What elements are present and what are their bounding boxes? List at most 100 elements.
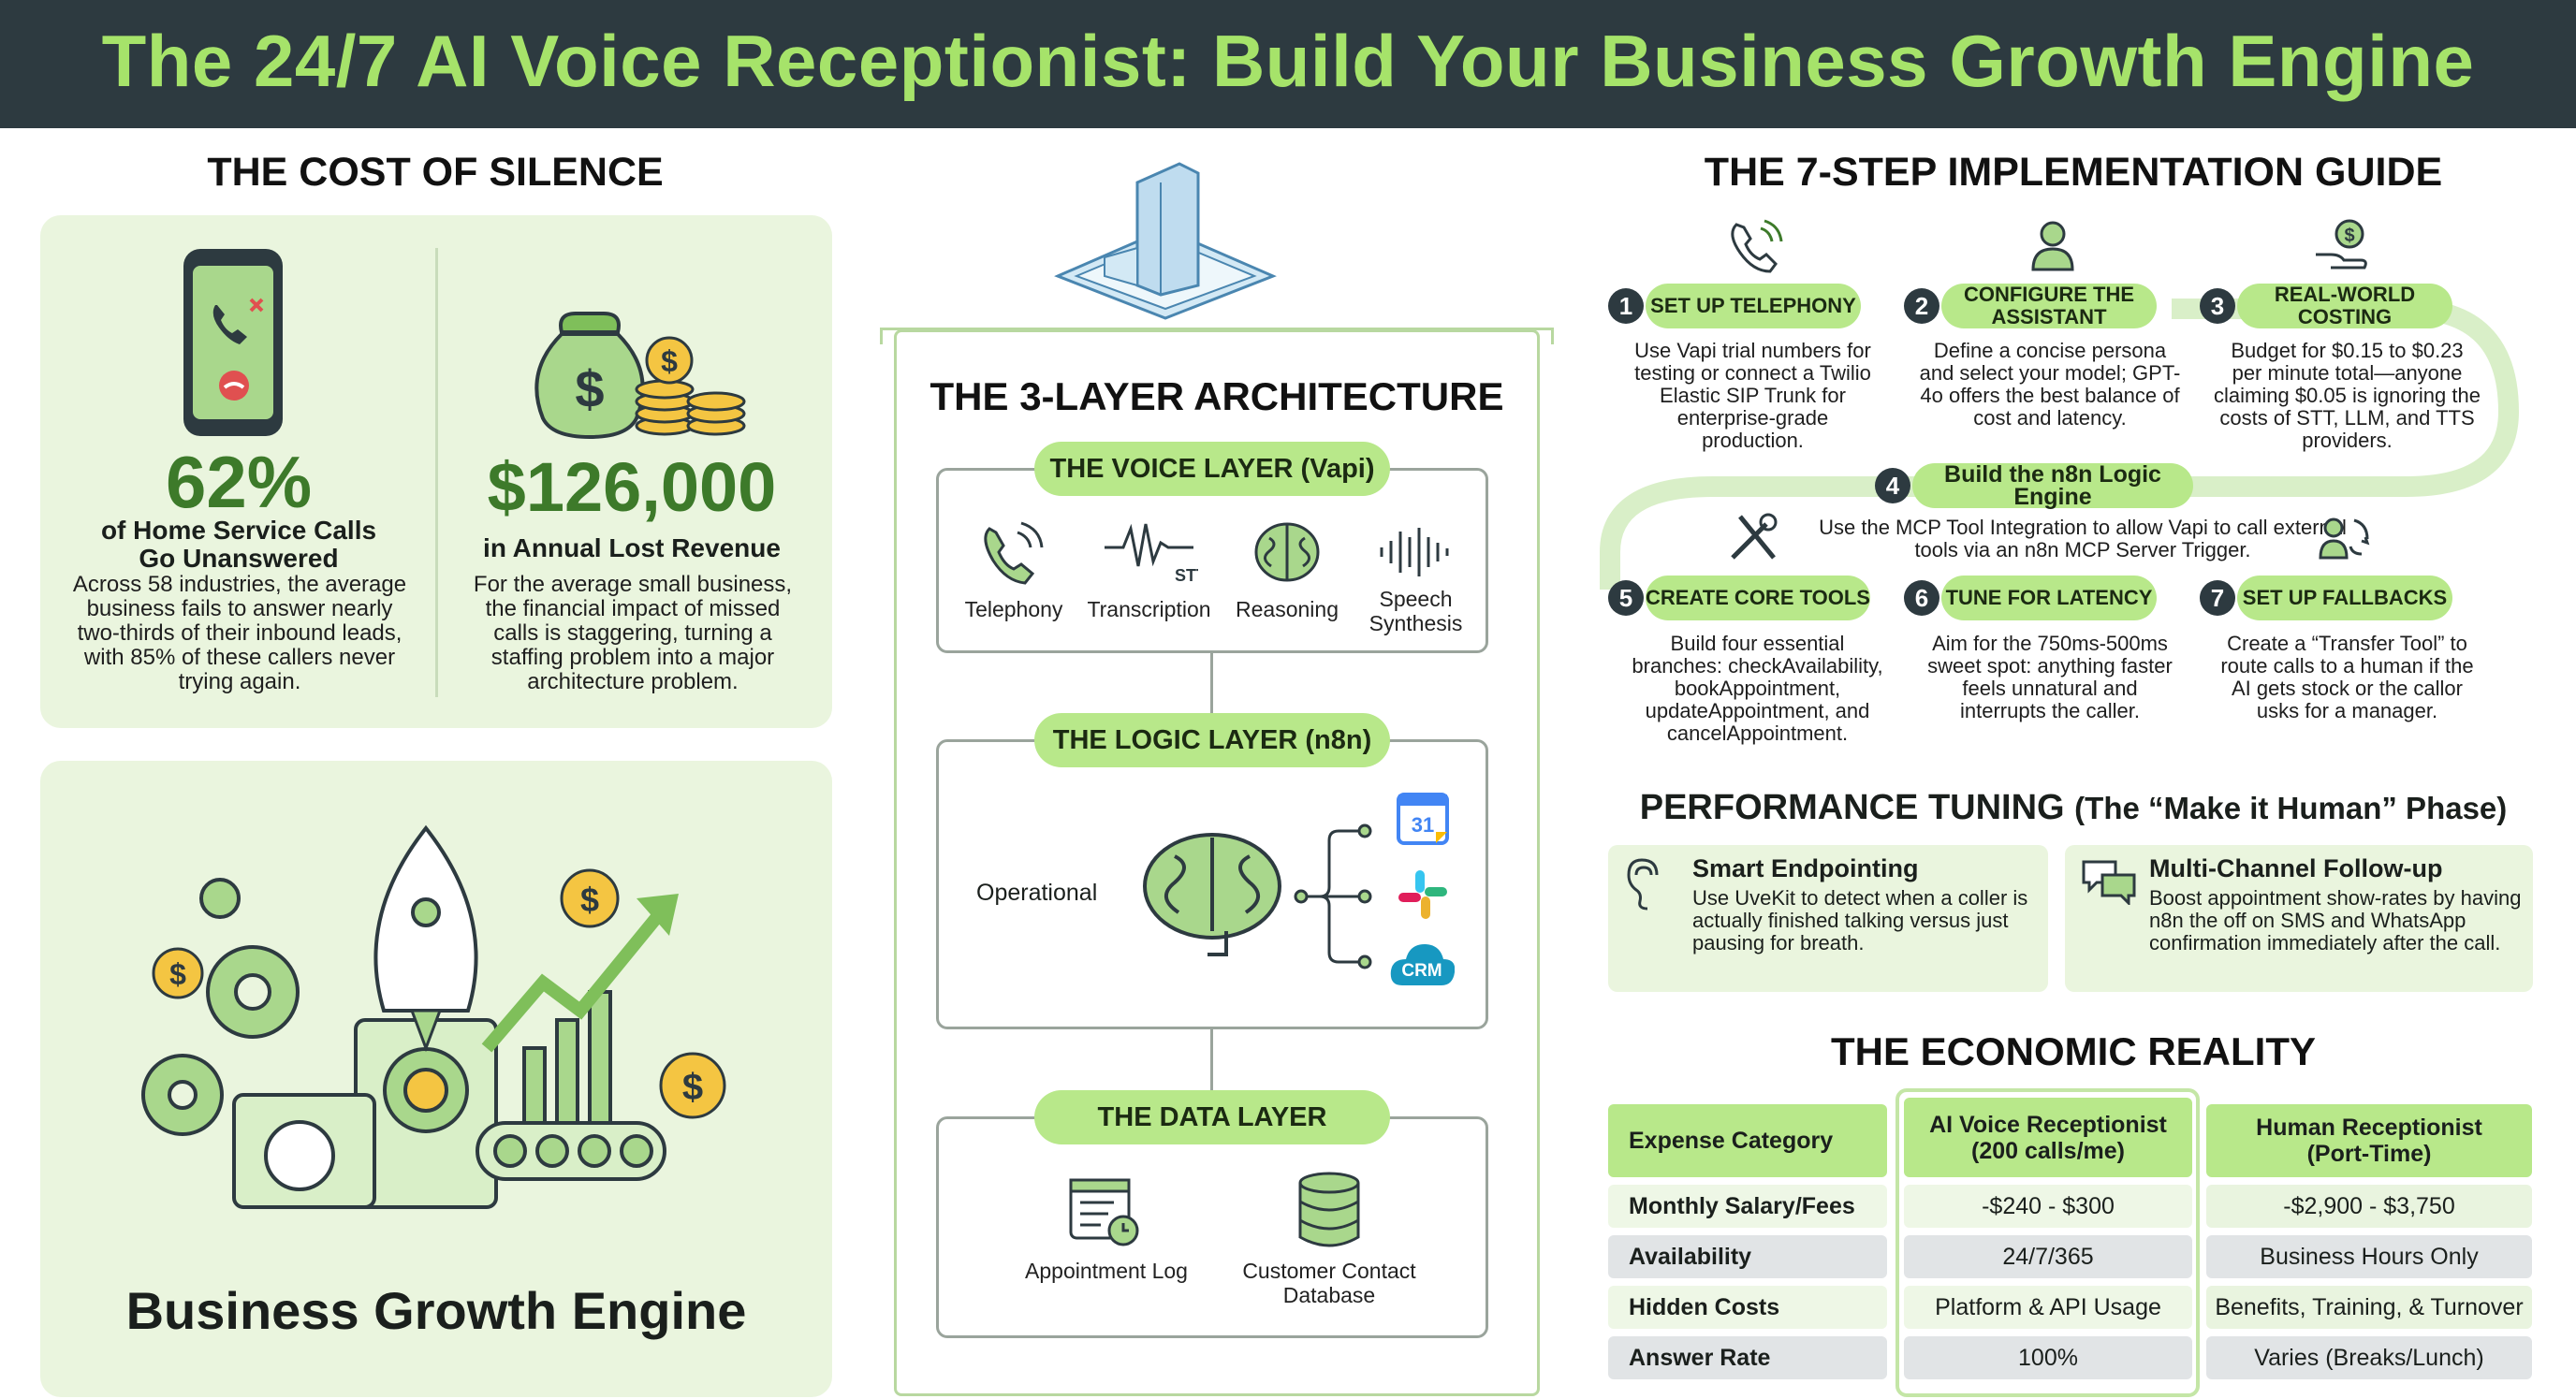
voice-item-telephony: Telephony: [964, 597, 1063, 621]
money-bag-icon: $ $: [534, 312, 746, 440]
table-row3-ai: Platform & API Usage: [1904, 1286, 2192, 1329]
step4-tools-icon: [1731, 513, 1778, 560]
connector-voice-logic: [1210, 653, 1213, 737]
card-endpointing-title: Smart Endpointing: [1692, 854, 1919, 882]
table-row4-ai: 100%: [1904, 1336, 2192, 1379]
connector-logic-data: [1210, 1029, 1213, 1112]
step4-title: Build the n8n Logic Engine: [1912, 463, 2193, 509]
step1-number: 1: [1608, 288, 1644, 324]
table-row1-ai: -$240 - $300: [1904, 1185, 2192, 1228]
slack-icon: [1398, 870, 1447, 919]
step2-title: CONFIGURE THE ASSISTANT: [1941, 284, 2157, 328]
stat-62-label: of Home Service Calls Go Unanswered: [100, 516, 377, 573]
architecture-frame-top: [880, 328, 1554, 344]
stat-126000-description: For the average small business, the fina…: [473, 572, 793, 694]
architecture-title: THE 3-LAYER ARCHITECTURE: [929, 374, 1504, 418]
step1-title: SET UP TELEPHONY: [1646, 284, 1861, 328]
step3-costing-icon: $: [2316, 219, 2367, 270]
step1-phone-icon: [1731, 219, 1783, 273]
step6-title: TUNE FOR LATENCY: [1941, 576, 2157, 620]
step5-title: CREATE CORE TOOLS: [1646, 576, 1870, 620]
step4-integration-icon: [2319, 517, 2370, 560]
step2-text: Define a concise persona and select your…: [1919, 339, 2181, 430]
table-row2-human: Business Hours Only: [2206, 1235, 2532, 1278]
cost-of-silence-title: THE COST OF SILENCE: [207, 150, 664, 195]
data-item-appointment-log: Appointment Log: [1025, 1259, 1188, 1283]
economics-title: THE ECONOMIC REALITY: [1830, 1029, 2316, 1073]
google-calendar-icon: 31: [1397, 793, 1449, 845]
card-endpointing-text: Use UveKit to detect when a coller is ac…: [1692, 886, 2028, 955]
step4-number: 4: [1875, 468, 1910, 503]
step7-text: Create a “Transfer Tool” to route calls …: [2220, 632, 2474, 722]
svg-text:$: $: [661, 344, 678, 378]
table-row3-label: Hidden Costs: [1608, 1286, 1887, 1329]
reasoning-brain-icon: [1254, 522, 1320, 582]
table-row4-human: Varies (Breaks/Lunch): [2206, 1336, 2532, 1379]
performance-title: PERFORMANCE TUNING: [1639, 788, 2065, 827]
step7-number: 7: [2200, 580, 2235, 616]
table-row1-label: Monthly Salary/Fees: [1608, 1185, 1887, 1228]
logic-brain-icon: [1143, 833, 1281, 956]
page-title: The 24/7 AI Voice Receptionist: Build Yo…: [101, 20, 2475, 102]
voice-layer-title: THE VOICE LAYER (Vapi): [1034, 442, 1390, 496]
data-item-customer-database: Customer Contact Database: [1242, 1259, 1416, 1307]
table-header-category: Expense Category: [1608, 1104, 1887, 1177]
stt-tag: STT: [1175, 566, 1198, 585]
speech-synthesis-icon: [1380, 528, 1449, 576]
card-followup-text: Boost appointment show-rates by having n…: [2149, 886, 2522, 955]
ear-icon: [1627, 858, 1659, 911]
growth-engine-illustration: $ $ $: [141, 824, 726, 1209]
growth-engine-title: Business Growth Engine: [125, 1281, 747, 1340]
step2-number: 2: [1904, 288, 1939, 324]
logic-operational-label: Operational: [976, 880, 1098, 906]
step2-assistant-icon: [2031, 221, 2074, 271]
chat-bubbles-icon: [2082, 860, 2136, 905]
card-followup-title: Multi-Channel Follow-up: [2149, 854, 2443, 882]
step7-title: SET UP FALLBACKS: [2237, 576, 2452, 620]
svg-text:$: $: [682, 1067, 703, 1108]
step1-text: Use Vapi trial numbers for testing or co…: [1634, 339, 1871, 452]
telephony-icon: [984, 521, 1044, 585]
data-layer-title: THE DATA LAYER: [1034, 1090, 1390, 1144]
performance-card-followup: [2065, 845, 2533, 992]
voice-item-reasoning: Reasoning: [1236, 597, 1339, 621]
guide-title: THE 7-STEP IMPLEMENTATION GUIDE: [1704, 150, 2443, 195]
stat-62-description: Across 58 industries, the average busine…: [72, 572, 407, 694]
table-header-human: Human Receptionist (Port-Time): [2206, 1104, 2532, 1177]
appointment-log-icon: [1069, 1178, 1139, 1246]
header-banner: The 24/7 AI Voice Receptionist: Build Yo…: [0, 0, 2576, 128]
step6-number: 6: [1904, 580, 1939, 616]
data-layer-box: [936, 1116, 1488, 1338]
calendar-day-number: 31: [1412, 813, 1434, 837]
architecture-frame: [894, 329, 1540, 1396]
stat-126000-label: in Annual Lost Revenue: [483, 533, 781, 562]
transcription-waveform-icon: STT: [1105, 523, 1198, 585]
voice-item-transcription: Transcription: [1087, 597, 1211, 621]
crm-label: CRM: [1401, 961, 1442, 981]
stat-126000-value: $126,000: [487, 448, 777, 526]
svg-text:$: $: [2344, 226, 2354, 246]
stat-62-value: 62%: [165, 441, 313, 523]
guide-path-track: [1600, 299, 2520, 590]
table-header-ai: AI Voice Receptionist (200 calls/me): [1904, 1098, 2192, 1177]
panel-divider: [435, 248, 438, 697]
crm-cloud-icon: CRM: [1390, 944, 1455, 985]
svg-text:$: $: [169, 957, 186, 991]
step5-number: 5: [1608, 580, 1644, 616]
table-row2-ai: 24/7/365: [1904, 1235, 2192, 1278]
table-row3-human: Benefits, Training, & Turnover: [2206, 1286, 2532, 1329]
step5-text: Build four essential branches: checkAvai…: [1632, 632, 1883, 745]
step3-text: Budget for $0.15 to $0.23 per minute tot…: [2214, 339, 2481, 452]
table-row4-label: Answer Rate: [1608, 1336, 1887, 1379]
logic-layer-title: THE LOGIC LAYER (n8n): [1034, 713, 1390, 767]
svg-text:$: $: [575, 359, 604, 418]
performance-heading: PERFORMANCE TUNING (The “Make it Human” …: [1591, 788, 2555, 828]
logic-connectors: [1294, 823, 1372, 969]
ai-column-highlight: [1895, 1088, 2200, 1397]
step6-text: Aim for the 750ms-500ms sweet spot: anyt…: [1927, 632, 2173, 722]
building-platform-icon: [1054, 162, 1277, 320]
database-icon: [1298, 1172, 1360, 1247]
svg-text:$: $: [580, 881, 599, 919]
performance-subtitle: (The “Make it Human” Phase): [2074, 791, 2508, 825]
performance-card-endpointing: [1608, 845, 2048, 992]
